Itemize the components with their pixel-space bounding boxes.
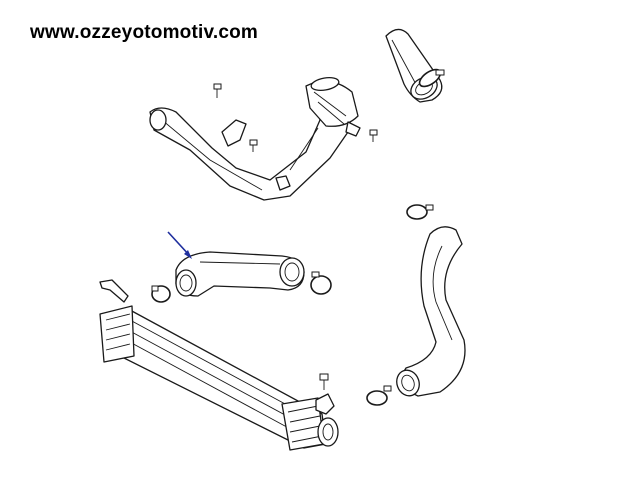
upper-intake-hose[interactable] — [385, 28, 445, 103]
upper-pipe-assembly[interactable] — [149, 76, 361, 201]
hose-clamp-upper[interactable] — [417, 66, 445, 90]
hose-clamp-mid[interactable] — [310, 271, 332, 295]
website-watermark: www.ozzeyotomotiv.com — [30, 22, 258, 43]
diagonal-arrow-icon — [167, 231, 192, 259]
intercooler[interactable] — [99, 305, 339, 451]
bolt-upper-left[interactable] — [213, 83, 222, 98]
small-bracket[interactable] — [99, 279, 129, 303]
charge-air-hose[interactable] — [175, 251, 305, 297]
right-charge-hose[interactable] — [393, 226, 466, 399]
hose-clamp-left[interactable] — [151, 285, 171, 303]
bolt-upper-right[interactable] — [369, 129, 378, 142]
bolt-intercooler[interactable] — [319, 373, 329, 390]
intercooler-mount[interactable] — [315, 393, 335, 415]
hose-clamp-right-top[interactable] — [406, 204, 434, 220]
hose-clamp-right-bottom[interactable] — [366, 385, 392, 406]
bolt-upper-mid[interactable] — [249, 139, 258, 152]
